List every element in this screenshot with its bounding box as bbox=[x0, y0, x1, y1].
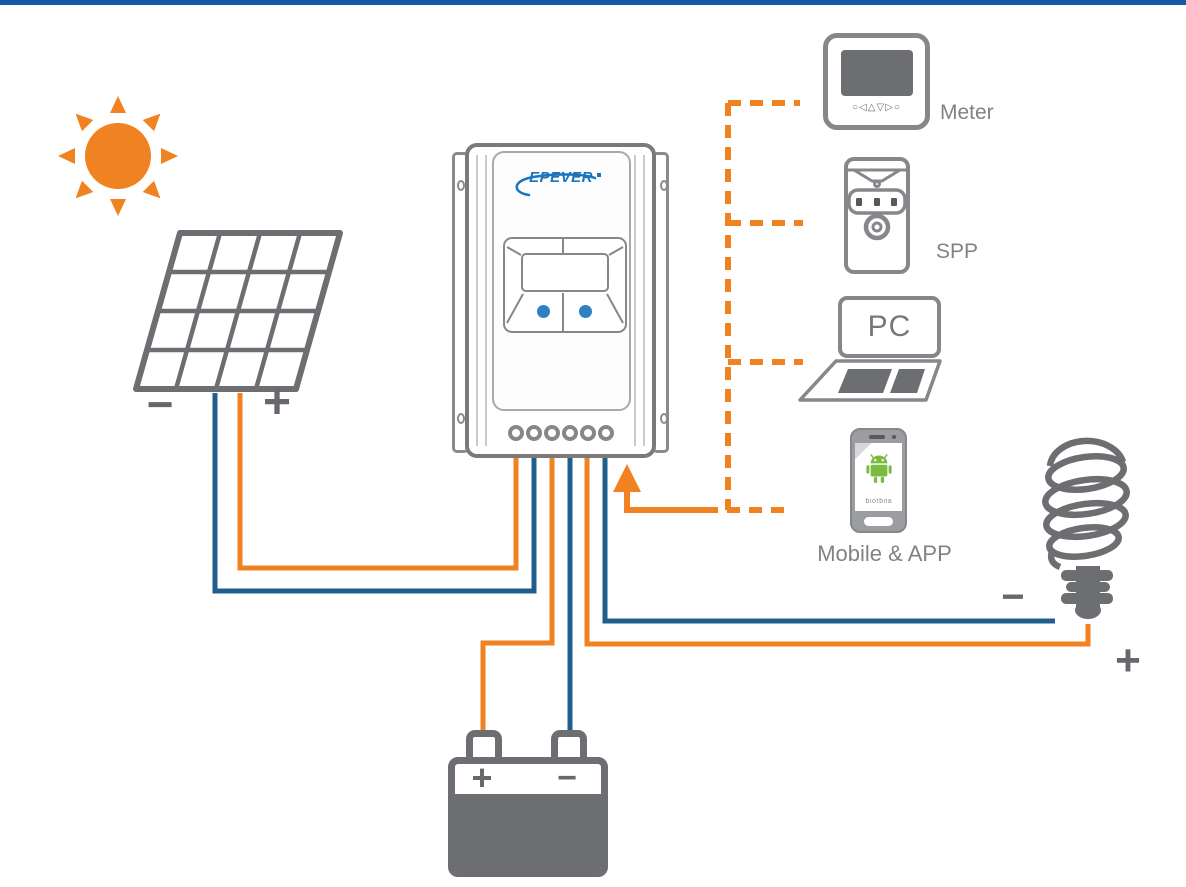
display-button-right[interactable] bbox=[579, 305, 592, 318]
controller-brand-text: EPEVER bbox=[529, 169, 593, 186]
screw-hole-icon bbox=[457, 413, 465, 424]
bulb-icon bbox=[1042, 437, 1130, 619]
pv-plus-sign: + bbox=[262, 376, 292, 429]
controller-display bbox=[503, 237, 627, 333]
pc-keyboard-base bbox=[795, 355, 945, 405]
terminal-3 bbox=[544, 425, 560, 441]
comm-dashed-bus bbox=[705, 100, 803, 513]
screw-hole-icon bbox=[660, 413, 668, 424]
phone-screen: android bbox=[855, 443, 902, 511]
terminal-1 bbox=[508, 425, 524, 441]
battery-plus-sign: + bbox=[471, 757, 493, 798]
battery-body-fill bbox=[455, 794, 601, 870]
terminal-2 bbox=[526, 425, 542, 441]
android-robot-icon bbox=[865, 454, 892, 483]
meter-device: ○◁△▽▷○ bbox=[823, 33, 930, 130]
epever-logo: EPEVER bbox=[499, 169, 623, 201]
phone-home-button bbox=[864, 517, 893, 526]
android-wordmark: android bbox=[865, 498, 892, 505]
controller-right-ridges bbox=[634, 155, 645, 446]
pc-base-art bbox=[798, 359, 942, 402]
battery-device bbox=[448, 757, 608, 877]
terminal-4 bbox=[562, 425, 578, 441]
display-button-left[interactable] bbox=[537, 305, 550, 318]
screw-hole-icon bbox=[660, 180, 668, 191]
controller-left-ridges bbox=[476, 155, 487, 446]
load-plus-sign: + bbox=[1115, 636, 1141, 685]
wire-load-negative bbox=[602, 455, 1055, 624]
wire-pv-positive bbox=[237, 393, 519, 571]
phone-camera-icon bbox=[892, 435, 896, 439]
display-screen bbox=[521, 253, 609, 292]
wire-load-positive bbox=[584, 455, 1091, 647]
mobile-phone-device: android bbox=[850, 428, 907, 533]
wire-battery-positive bbox=[480, 455, 555, 734]
meter-buttons: ○◁△▽▷○ bbox=[852, 102, 901, 113]
meter-label: Meter bbox=[940, 101, 994, 124]
phone-speaker bbox=[869, 435, 885, 439]
battery-minus-sign: − bbox=[557, 759, 577, 797]
screw-hole-icon bbox=[457, 180, 465, 191]
top-accent-bar bbox=[0, 0, 1186, 5]
battery-positive-terminal bbox=[466, 730, 502, 760]
pc-screen-text: PC bbox=[867, 310, 912, 343]
pv-minus-sign: − bbox=[146, 378, 174, 430]
terminal-6 bbox=[598, 425, 614, 441]
spp-device bbox=[843, 156, 913, 276]
solar-panel-icon bbox=[133, 230, 343, 392]
spp-device-art bbox=[844, 157, 910, 274]
mobile-label: Mobile & APP bbox=[817, 541, 952, 566]
battery-negative-terminal bbox=[551, 730, 587, 760]
charge-controller: EPEVER bbox=[465, 143, 656, 458]
terminal-5 bbox=[580, 425, 596, 441]
pc-screen: PC bbox=[838, 296, 941, 358]
load-minus-sign: − bbox=[1001, 575, 1025, 619]
comm-arrow-icon bbox=[613, 464, 706, 513]
epever-logo-swoosh bbox=[515, 173, 601, 197]
spp-label: SPP bbox=[936, 240, 979, 263]
display-bevel-lines bbox=[506, 239, 624, 331]
sun-icon bbox=[58, 96, 178, 216]
wire-pv-negative bbox=[212, 393, 537, 594]
meter-screen bbox=[841, 50, 913, 96]
